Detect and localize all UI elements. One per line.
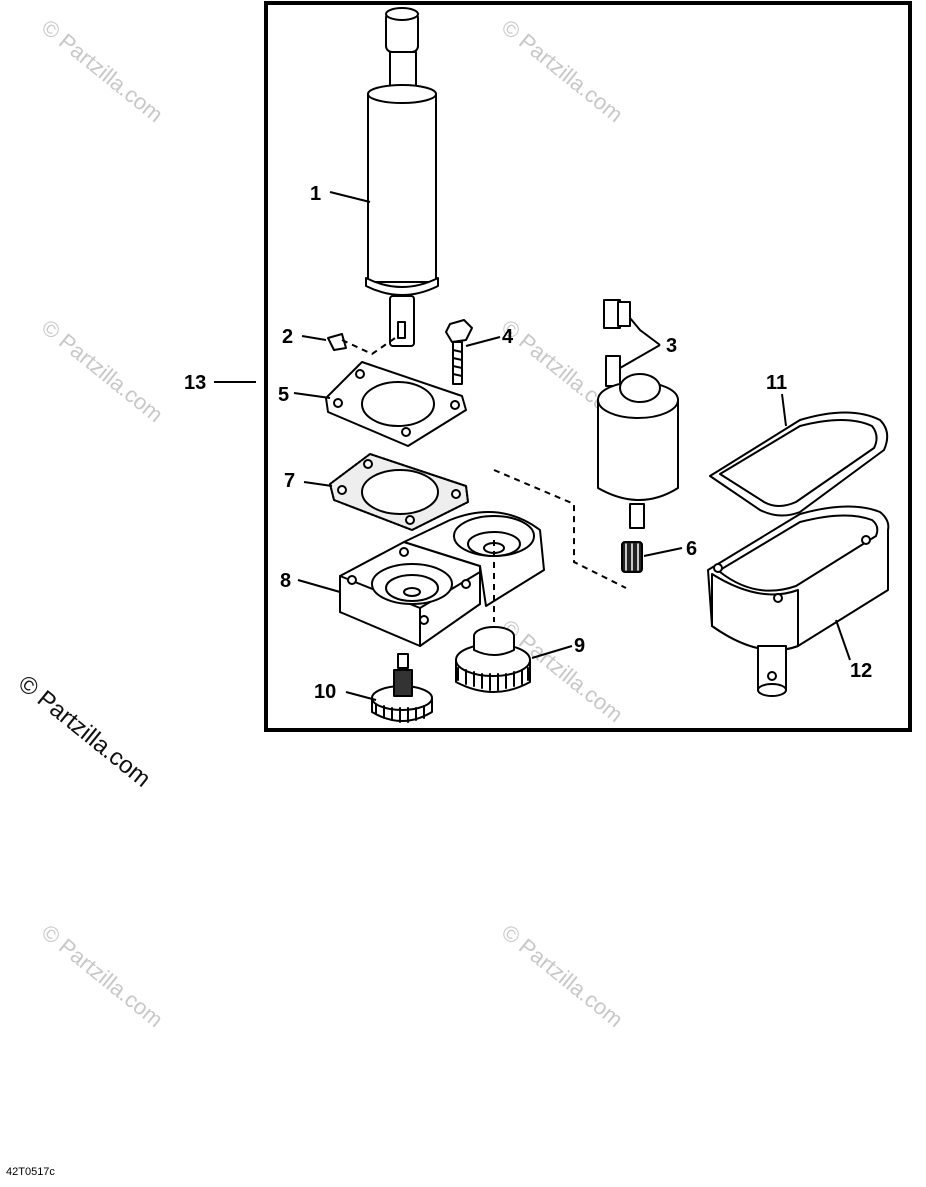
callout-1: 1	[310, 183, 321, 205]
part-3-motor	[597, 299, 679, 529]
callout-13: 13	[184, 372, 206, 394]
part-6-pinion	[621, 541, 643, 573]
watermark-1: © Partzilla.com	[37, 14, 168, 127]
leader-lines	[214, 191, 851, 701]
callout-9: 9	[574, 635, 585, 657]
callout-4: 4	[502, 326, 514, 348]
part-7-gasket	[329, 453, 469, 531]
assembly-guide-lines	[341, 335, 627, 622]
watermark-6: © Partzilla.com	[37, 919, 168, 1032]
callout-11: 11	[766, 372, 787, 394]
callout-7: 7	[284, 470, 295, 492]
callout-labels: 1 2 3 4 5 6 7 8 9 10 11 12 13	[184, 183, 872, 703]
part-12-cover	[707, 505, 890, 697]
figure-code: 42T0517c	[6, 1166, 55, 1178]
callout-8: 8	[280, 570, 291, 592]
watermark-2: © Partzilla.com	[497, 14, 628, 127]
part-10-small-gear	[371, 653, 433, 723]
callout-10: 10	[314, 681, 336, 703]
part-2-pin	[327, 333, 347, 351]
watermark-3: © Partzilla.com	[37, 314, 168, 427]
callout-3: 3	[666, 335, 677, 357]
callout-6: 6	[686, 538, 697, 560]
part-1-actuator-tube	[365, 7, 439, 347]
callout-5: 5	[278, 384, 289, 406]
part-9-large-gear	[455, 626, 531, 693]
callout-12: 12	[850, 660, 872, 682]
assembly-frame	[264, 1, 912, 732]
part-4-bolt	[445, 319, 473, 385]
callout-2: 2	[282, 326, 293, 348]
part-5-mounting-plate	[325, 361, 467, 447]
faint-watermarks: © Partzilla.com © Partzilla.com © Partzi…	[37, 14, 628, 1032]
part-11-cover-gasket	[709, 411, 889, 517]
watermark-7: © Partzilla.com	[497, 919, 628, 1032]
